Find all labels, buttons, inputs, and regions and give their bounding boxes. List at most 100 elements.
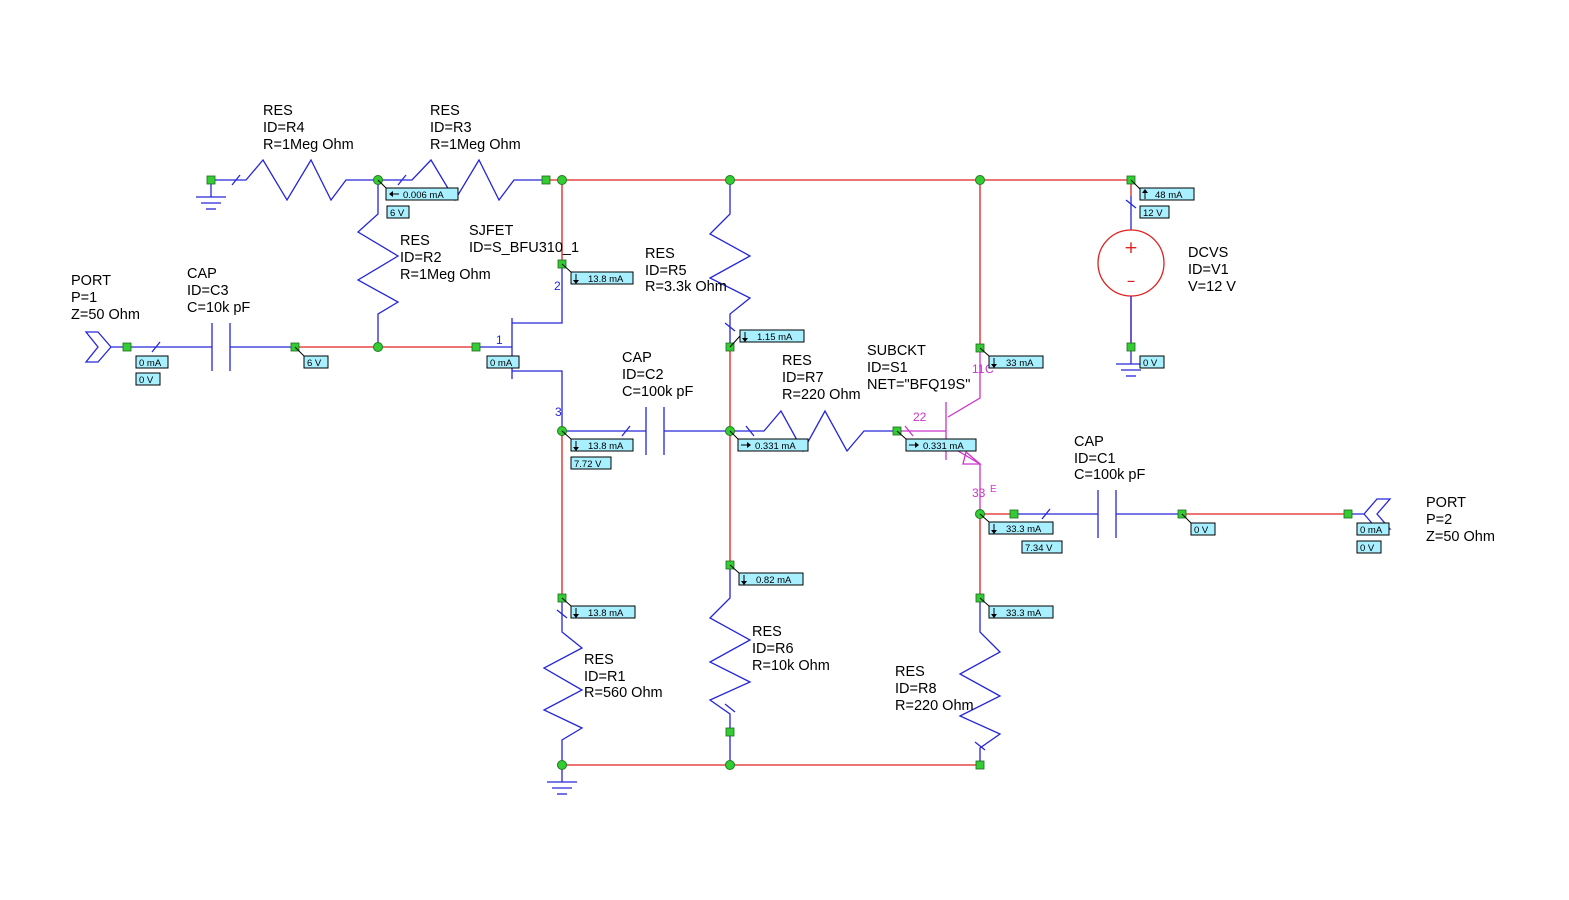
port2-voltage-value: 0 V — [1360, 543, 1375, 554]
annotation-port1-current[interactable]: 0 mA — [135, 355, 169, 369]
fet-source-voltage-value: 7.72 V — [574, 459, 602, 470]
fet-pin-source: 3 — [555, 405, 562, 419]
base-current-value: 0.331 mA — [923, 441, 964, 452]
sjfet-id: ID=S_BFU310_1 — [469, 240, 579, 256]
label-r8: RES ID=R8 R=220 Ohm — [895, 664, 974, 714]
wires — [295, 179, 1348, 766]
port1-voltage-value: 0 V — [139, 375, 154, 386]
annotation-base-current[interactable]: 0.331 mA — [896, 430, 977, 452]
r8-id: ID=R8 — [895, 681, 937, 697]
resistor-r4[interactable] — [211, 158, 378, 202]
resistor-r5[interactable] — [708, 180, 752, 347]
c3-id: ID=C3 — [187, 283, 229, 299]
c1-value: C=100k pF — [1074, 467, 1145, 483]
capacitor-c3[interactable] — [127, 323, 295, 371]
label-r6: RES ID=R6 R=10k Ohm — [752, 624, 830, 674]
bjt-collector-letter: C — [985, 362, 994, 376]
annotation-emitter-voltage[interactable]: 7.34 V — [1021, 540, 1063, 554]
annotation-emitter-current[interactable]: 33.3 mA — [979, 513, 1054, 535]
dcvs-type: DCVS — [1188, 245, 1228, 261]
r8-current-value: 33.3 mA — [1006, 608, 1042, 619]
annotation-port1-voltage[interactable]: 0 V — [135, 372, 161, 386]
port2-id: P=2 — [1426, 512, 1452, 528]
bjt-pin-emitter: 33 — [972, 486, 986, 500]
r4r3-voltage-value: 6 V — [390, 208, 405, 219]
capacitor-c2[interactable] — [562, 407, 730, 455]
resistor-r1[interactable] — [542, 598, 584, 765]
annotation-c1-right-voltage[interactable]: 0 V — [1181, 513, 1216, 536]
r4-type: RES — [263, 103, 293, 119]
r5-type: RES — [645, 246, 675, 262]
fet-gate-current-value: 0 mA — [490, 358, 513, 369]
r2-value: R=1Meg Ohm — [400, 267, 491, 283]
annotation-fet-source-voltage[interactable]: 7.72 V — [570, 456, 612, 470]
r3-value: R=1Meg Ohm — [430, 137, 521, 153]
c1-type: CAP — [1074, 434, 1104, 450]
port1-value: Z=50 Ohm — [71, 307, 140, 323]
annotation-r1-current[interactable]: 13.8 mA — [561, 597, 636, 619]
r6-value: R=10k Ohm — [752, 658, 830, 674]
resistor-r8[interactable] — [958, 598, 1002, 765]
dc-voltage-source[interactable] — [1097, 196, 1165, 347]
annotation-port2-voltage[interactable]: 0 V — [1356, 540, 1382, 554]
annotation-vsrc-voltage[interactable]: 12 V — [1139, 205, 1170, 219]
r1-type: RES — [584, 652, 614, 668]
vsrc-voltage-value: 12 V — [1143, 208, 1163, 219]
resistor-r2[interactable] — [356, 180, 400, 347]
label-r1: RES ID=R1 R=560 Ohm — [584, 652, 663, 701]
c3-type: CAP — [187, 266, 217, 282]
c2-type: CAP — [622, 350, 652, 366]
annotation-r5-current[interactable]: 1.15 mA — [729, 329, 805, 348]
label-port1: PORT P=1 Z=50 Ohm — [71, 273, 140, 323]
annotation-r4r3-voltage[interactable]: 6 V — [386, 205, 410, 219]
c1-id: ID=C1 — [1074, 451, 1116, 467]
annotation-port2-current[interactable]: 0 mA — [1356, 522, 1390, 536]
port1-id: P=1 — [71, 290, 97, 306]
capacitor-c1[interactable] — [1014, 490, 1182, 538]
annotation-vsrc-current[interactable]: 48 mA — [1130, 179, 1195, 201]
annotation-fet-source-current[interactable]: 13.8 mA — [561, 430, 634, 452]
annotation-r8-current[interactable]: 33.3 mA — [979, 597, 1054, 619]
r7-type: RES — [782, 353, 812, 369]
vsrc-minus-sign: – — [1127, 271, 1136, 291]
r1-id: ID=R1 — [584, 669, 626, 685]
label-r3: RES ID=R3 R=1Meg Ohm — [430, 103, 521, 153]
annotation-r4r3-current[interactable]: 0.006 mA — [377, 179, 459, 201]
ground-symbol-r4 — [196, 180, 226, 210]
fet-pin-gate: 1 — [496, 333, 503, 347]
bjt-pin-collector: 11 — [972, 362, 985, 376]
annotation-fet-drain-current[interactable]: 13.8 mA — [561, 263, 634, 285]
r7-current-value: 0.331 mA — [755, 441, 796, 452]
r3-type: RES — [430, 103, 460, 119]
c2-value: C=100k pF — [622, 384, 693, 400]
annotation-fet-gate-current[interactable]: 0 mA — [486, 355, 520, 369]
r3-id: ID=R3 — [430, 120, 472, 136]
annotation-collector-current[interactable]: 33 mA — [979, 347, 1044, 369]
subckt-bjt[interactable] — [897, 348, 982, 514]
dcvs-id: ID=V1 — [1188, 262, 1229, 278]
annotation-r7-current[interactable]: 0.331 mA — [729, 430, 809, 452]
r4-id: ID=R4 — [263, 120, 305, 136]
node-dots — [373, 175, 985, 770]
vsrc-plus-sign: + — [1124, 238, 1138, 258]
r8-type: RES — [895, 664, 925, 680]
port-1[interactable] — [84, 331, 127, 363]
r7-value: R=220 Ohm — [782, 387, 861, 403]
r5-value: R=3.3k Ohm — [645, 279, 727, 295]
r5-current-value: 1.15 mA — [757, 332, 793, 343]
r6-type: RES — [752, 624, 782, 640]
emitter-current-value: 33.3 mA — [1006, 524, 1042, 535]
resistor-r6[interactable] — [708, 565, 752, 765]
c3-value: C=10k pF — [187, 300, 250, 316]
label-subckt: SUBCKT ID=S1 NET="BFQ19S" — [867, 343, 970, 393]
sjfet-transistor[interactable] — [476, 264, 563, 431]
r6-id: ID=R6 — [752, 641, 794, 657]
vsrc-gnd-voltage-value: 0 V — [1143, 358, 1158, 369]
resistor-r7[interactable] — [730, 409, 897, 453]
annotation-vsrc-gnd-voltage[interactable]: 0 V — [1139, 355, 1165, 369]
r2-type: RES — [400, 233, 430, 249]
fet-source-current-value: 13.8 mA — [588, 441, 624, 452]
resistor-r3[interactable] — [378, 158, 546, 202]
annotation-c3-right-voltage[interactable]: 6 V — [294, 346, 329, 369]
annotation-r6-current[interactable]: 0.82 mA — [729, 564, 804, 586]
